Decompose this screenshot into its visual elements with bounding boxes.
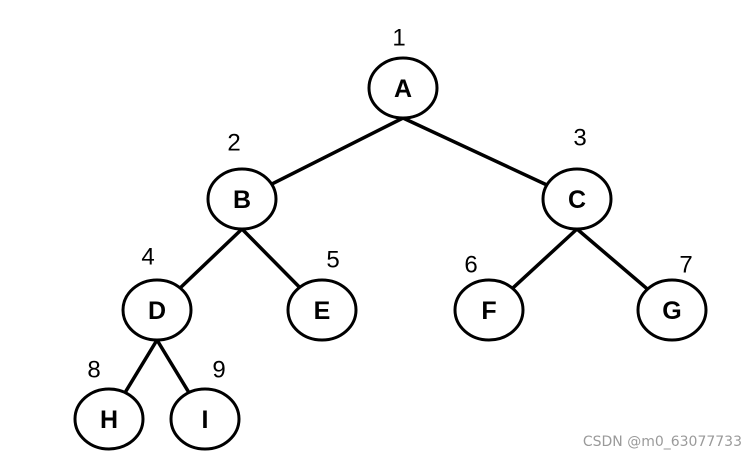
watermark: CSDN @m0_63077733 <box>582 434 742 450</box>
node-label-i: I <box>202 406 209 434</box>
node-label-e: E <box>314 297 331 325</box>
node-index-d: 4 <box>141 244 154 271</box>
node-circle-g <box>636 278 708 342</box>
tree-node-c: C <box>541 167 613 231</box>
tree-edges <box>123 116 650 395</box>
edge-c-g <box>575 227 650 291</box>
node-circle-e <box>286 278 358 342</box>
node-circle-i <box>169 387 241 451</box>
tree-node-h: H <box>73 387 145 451</box>
node-label-h: H <box>100 406 118 434</box>
node-circle-b <box>206 167 278 231</box>
node-index-b: 2 <box>227 130 240 157</box>
tree-node-f: F <box>453 278 525 342</box>
node-label-c: C <box>568 186 586 214</box>
node-circle-c <box>541 167 613 231</box>
node-circle-a <box>367 56 439 120</box>
node-index-f: 6 <box>464 252 477 279</box>
node-index-g: 7 <box>679 252 692 279</box>
node-circle-h <box>73 387 145 451</box>
edge-d-h <box>123 338 159 395</box>
edge-b-d <box>178 227 244 290</box>
tree-node-i: I <box>169 387 241 451</box>
node-label-a: A <box>394 75 412 103</box>
edge-b-e <box>240 227 302 290</box>
tree-node-b: B <box>206 167 278 231</box>
edge-c-f <box>510 227 579 291</box>
node-index-i: 9 <box>212 357 225 384</box>
node-label-b: B <box>233 186 251 214</box>
tree-node-d: D <box>121 278 193 342</box>
tree-nodes: A B C D E F G H I <box>73 56 708 451</box>
edge-a-b <box>269 116 405 186</box>
edge-d-i <box>155 338 191 395</box>
tree-node-e: E <box>286 278 358 342</box>
node-label-d: D <box>148 297 166 325</box>
edge-a-c <box>401 116 549 187</box>
node-index-a: 1 <box>392 25 405 52</box>
node-label-f: F <box>481 297 496 325</box>
node-circle-f <box>453 278 525 342</box>
node-circle-d <box>121 278 193 342</box>
tree-node-indices: 1 2 3 4 5 6 7 8 9 <box>87 25 692 384</box>
node-index-h: 8 <box>87 357 100 384</box>
tree-node-a: A <box>367 56 439 120</box>
node-label-g: G <box>662 297 681 325</box>
node-index-c: 3 <box>573 125 586 152</box>
node-index-e: 5 <box>326 247 339 274</box>
tree-node-g: G <box>636 278 708 342</box>
